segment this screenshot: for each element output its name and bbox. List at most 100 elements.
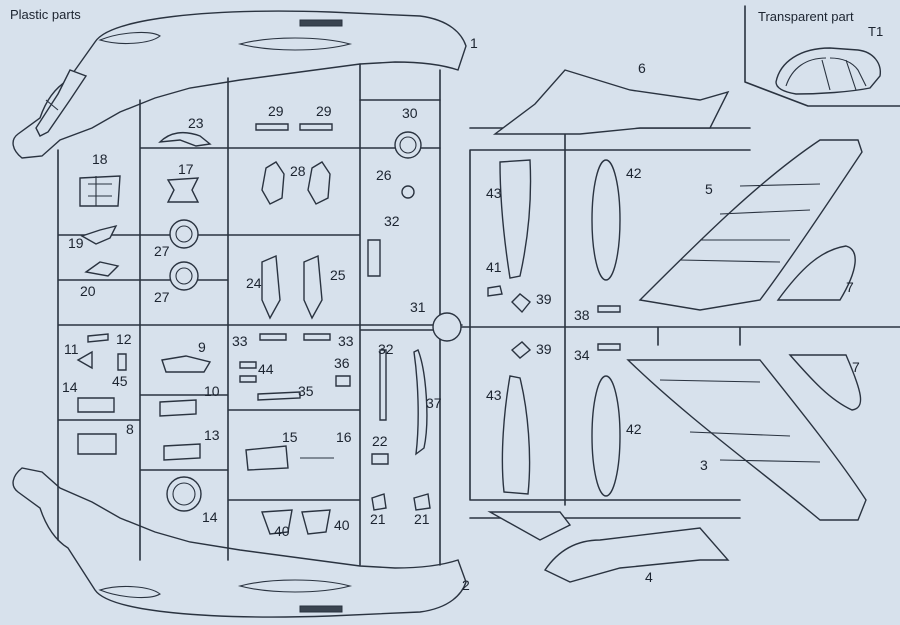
part-40b <box>301 509 331 535</box>
label-part: 37 <box>426 395 442 411</box>
label-part: 2 <box>462 577 470 593</box>
label-part: 35 <box>298 383 314 399</box>
part-14a <box>77 397 115 413</box>
part-45 <box>117 353 127 371</box>
label-part: 31 <box>410 299 426 315</box>
label-part: 26 <box>376 167 392 183</box>
label-part: 43 <box>486 387 502 403</box>
part-34 <box>597 343 621 351</box>
part-38 <box>597 305 621 313</box>
label-part: 32 <box>378 341 394 357</box>
part-21b <box>413 493 431 511</box>
label-part: 1 <box>470 35 478 51</box>
part-39a <box>511 293 531 314</box>
label-part: 27 <box>154 289 170 305</box>
label-part: 25 <box>330 267 346 283</box>
part-33a <box>259 333 287 341</box>
label-part: 14 <box>202 509 218 525</box>
part-22 <box>371 453 389 465</box>
label-part: 19 <box>68 235 84 251</box>
label-part: 42 <box>626 421 642 437</box>
sprue-hub <box>432 312 462 342</box>
label-part: 9 <box>198 339 206 355</box>
part-3 <box>626 359 867 521</box>
part-29a <box>255 123 289 131</box>
part-23 <box>158 131 212 147</box>
left-small-parts <box>76 123 431 535</box>
canopy-part-t1 <box>775 47 881 95</box>
label-part: 7 <box>852 359 860 375</box>
part-18 <box>79 175 121 207</box>
label-part: 33 <box>232 333 248 349</box>
part-29b <box>299 123 333 131</box>
label-part: 11 <box>64 341 79 357</box>
label-part: 40 <box>274 523 290 539</box>
part-6 <box>492 69 730 135</box>
part-30 <box>394 131 422 159</box>
part-39b <box>510 341 532 359</box>
part-14b <box>166 476 202 512</box>
label-part: 15 <box>282 429 298 445</box>
part-41 <box>487 285 503 297</box>
label-part: 3 <box>700 457 708 473</box>
fuselage-half-lower <box>12 467 467 618</box>
label-part: 33 <box>338 333 354 349</box>
part-35 <box>257 391 301 401</box>
label-part: 39 <box>536 341 552 357</box>
label-part: 28 <box>290 163 306 179</box>
label-part: 44 <box>258 361 274 377</box>
part-43a <box>499 159 532 279</box>
label-part: 40 <box>334 517 350 533</box>
fuselage-half-upper <box>12 10 467 159</box>
plastic-parts-title: Plastic parts <box>10 7 81 22</box>
part-44 <box>239 361 257 383</box>
part-11 <box>76 350 93 370</box>
transparent-part-box <box>744 5 900 107</box>
part-42b <box>591 375 621 497</box>
part-32b <box>379 349 387 421</box>
label-part: 20 <box>80 283 96 299</box>
part-25 <box>303 254 323 320</box>
part-10 <box>159 399 197 417</box>
label-part: 8 <box>126 421 134 437</box>
label-part: 39 <box>536 291 552 307</box>
label-part: 17 <box>178 161 194 177</box>
label-part: 27 <box>154 243 170 259</box>
label-part: 4 <box>645 569 653 585</box>
label-part: 12 <box>116 331 132 347</box>
label-part: 16 <box>336 429 352 445</box>
part-36 <box>335 375 351 387</box>
part-7a <box>776 245 856 301</box>
label-part: 36 <box>334 355 350 371</box>
part-labels: Plastic parts Transparent part T1 1 2 3 … <box>10 7 883 593</box>
part-26 <box>401 185 415 199</box>
label-part: 30 <box>402 105 418 121</box>
label-part: 6 <box>638 60 646 76</box>
part-20 <box>84 261 120 277</box>
label-part: 14 <box>62 379 78 395</box>
label-part: 24 <box>246 275 262 291</box>
part-28b <box>307 161 331 205</box>
label-part: 21 <box>370 511 386 527</box>
label-part: 23 <box>188 115 204 131</box>
part-24 <box>261 254 281 320</box>
part-43b <box>501 375 531 495</box>
part-5 <box>638 139 863 311</box>
part-42a <box>591 159 621 281</box>
label-part: 43 <box>486 185 502 201</box>
label-part: 38 <box>574 307 590 323</box>
part-40a <box>261 509 293 535</box>
part-27b <box>169 261 199 291</box>
part-17 <box>166 177 200 203</box>
label-part: 34 <box>574 347 590 363</box>
part-12 <box>87 333 109 343</box>
label-part: 29 <box>316 103 332 119</box>
transparent-part-title: Transparent part <box>758 9 854 24</box>
label-part: 10 <box>204 383 220 399</box>
right-sprue <box>461 69 900 583</box>
fin-upper <box>35 69 88 137</box>
part-9 <box>161 355 212 373</box>
part-8 <box>77 433 117 455</box>
label-part: 32 <box>384 213 400 229</box>
